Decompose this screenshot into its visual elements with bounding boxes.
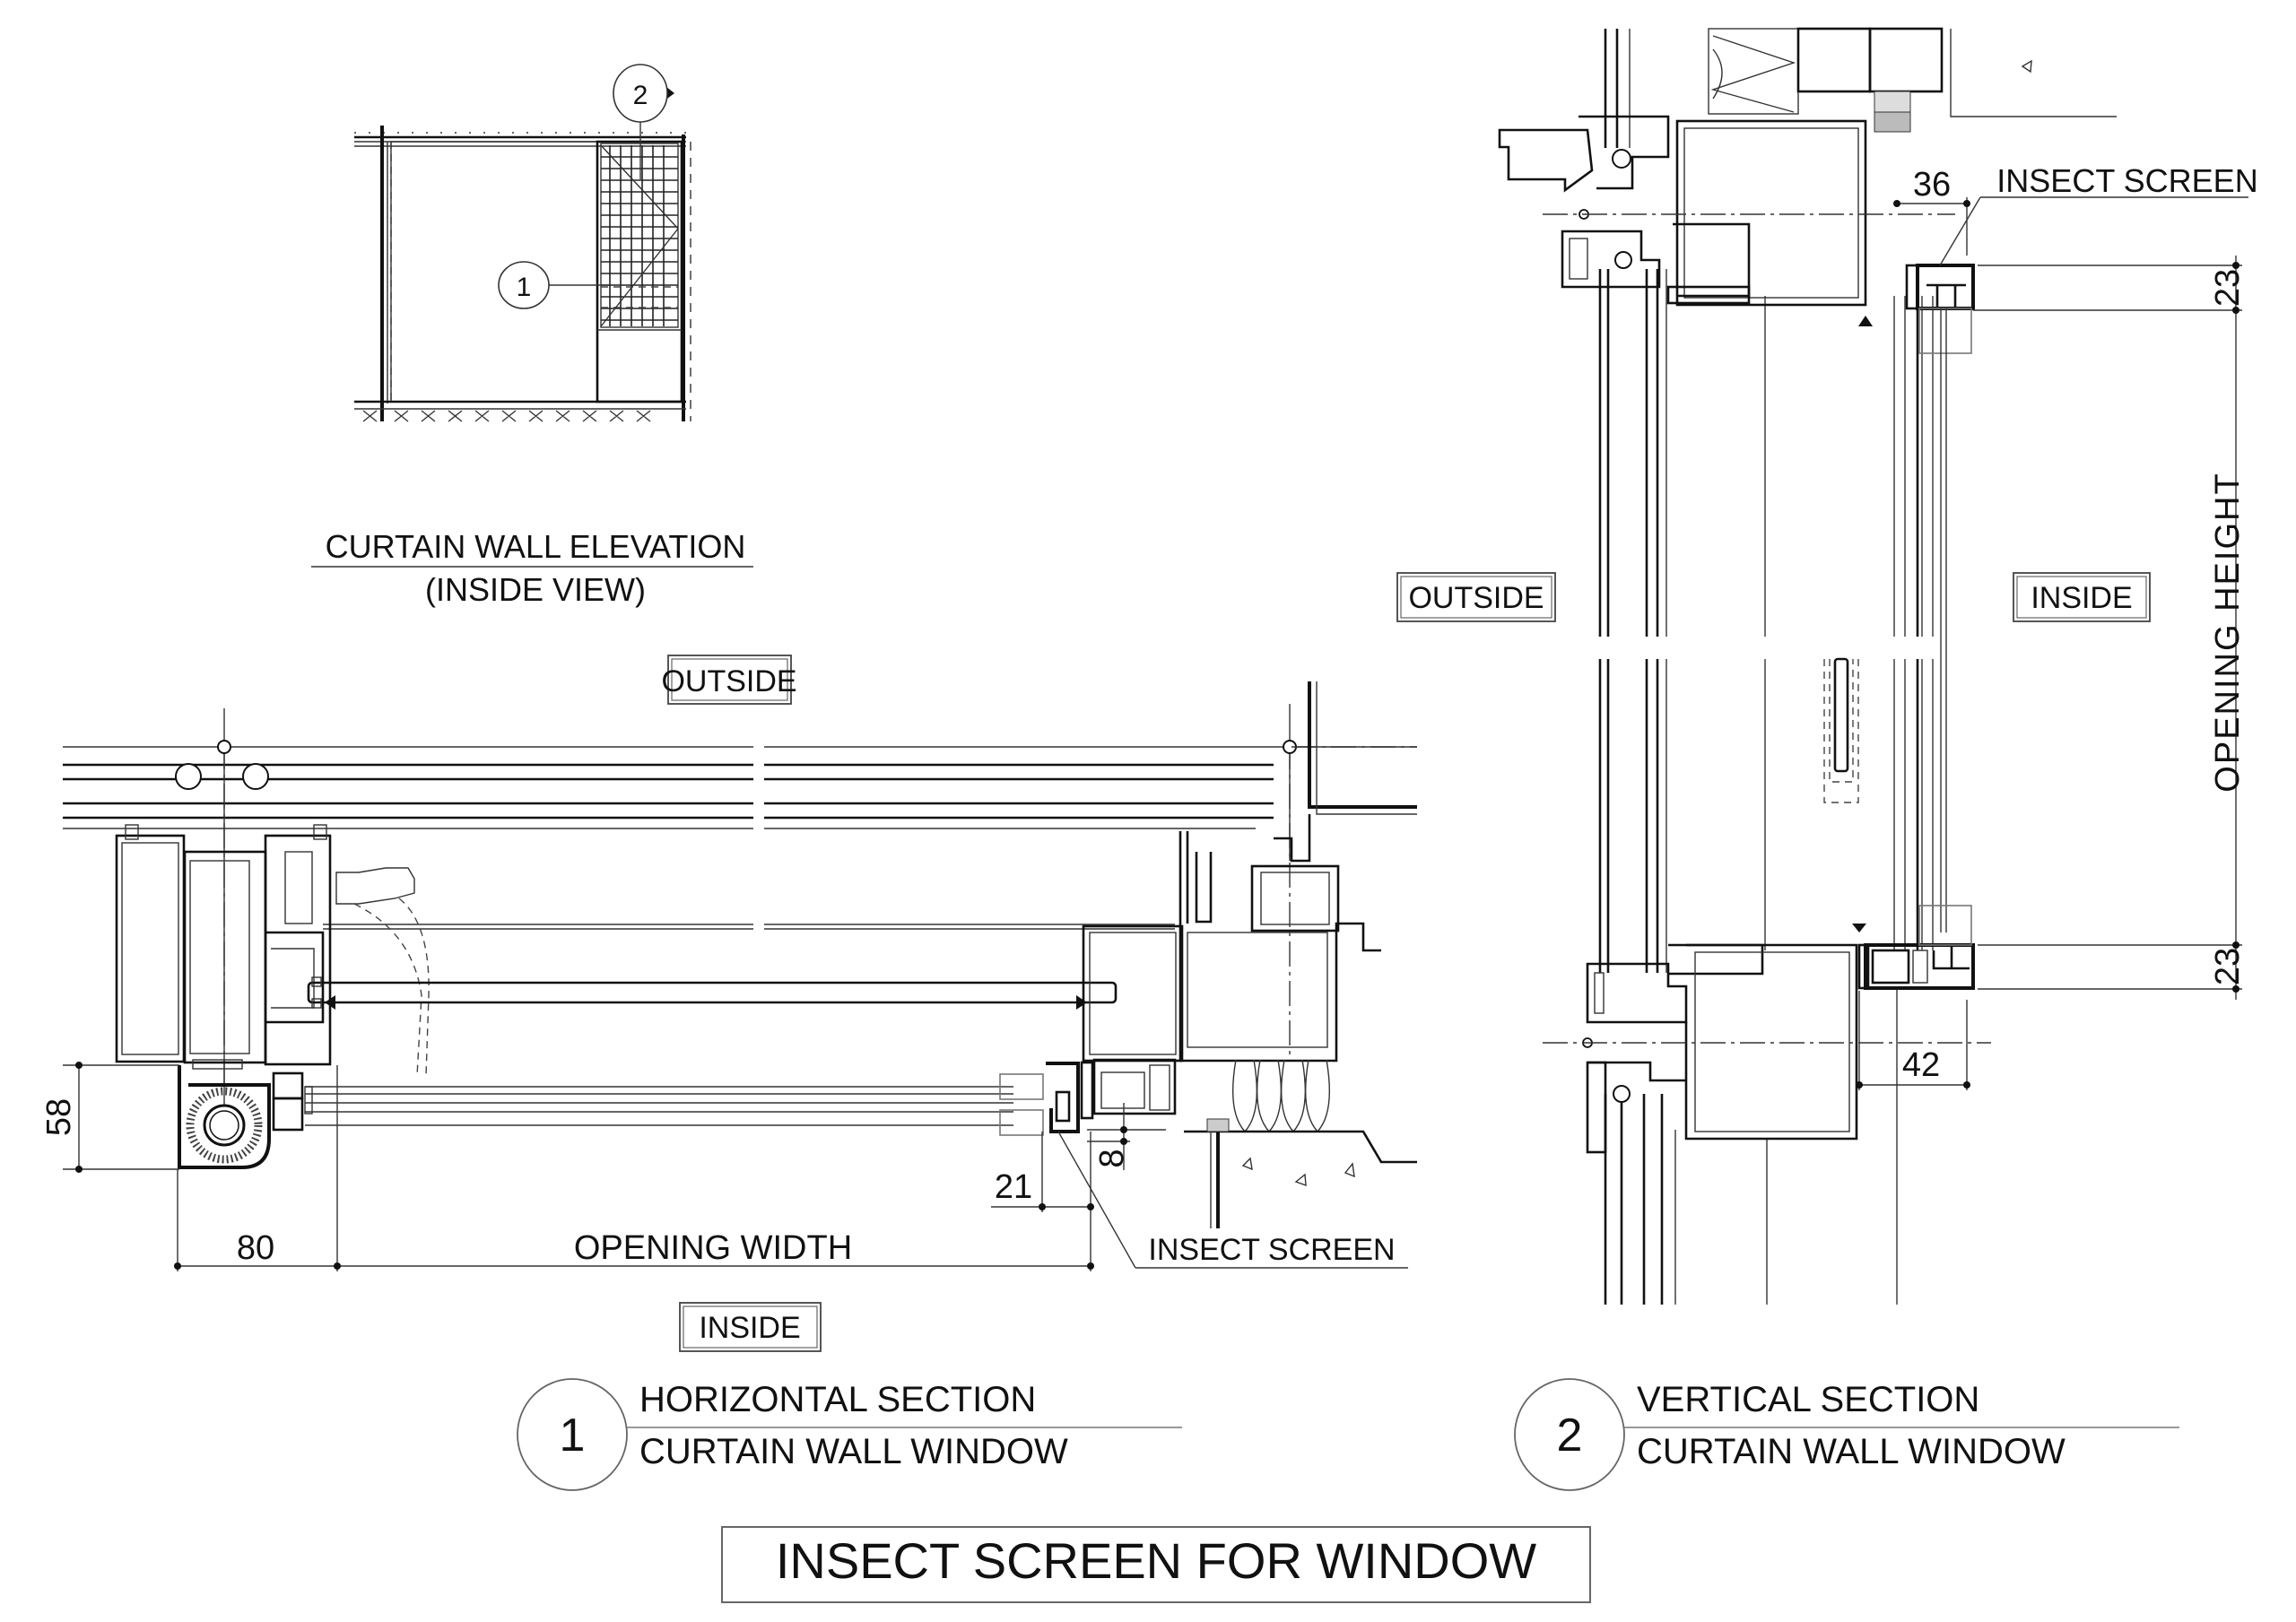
- dimension-21: 21: [991, 1132, 1094, 1212]
- section-title-2-line2: CURTAIN WALL WINDOW: [1637, 1432, 2066, 1471]
- section-title-2-number: 2: [1557, 1409, 1583, 1462]
- outside-label: OUTSIDE: [661, 664, 796, 698]
- section-title-1-line1: HORIZONTAL SECTION: [639, 1380, 1036, 1419]
- dimension-80-and-opening-width: 80 OPENING WIDTH: [174, 1065, 1094, 1271]
- dimension-80-label: 80: [237, 1229, 274, 1267]
- section-marker-1-label: 1: [517, 273, 532, 302]
- horizontal-section: OUTSIDE: [40, 655, 1417, 1352]
- section-title-1-line2: CURTAIN WALL WINDOW: [639, 1432, 1068, 1471]
- dimension-23-bottom-label: 23: [2209, 948, 2247, 985]
- top-frame-profile: [1498, 115, 1873, 326]
- dimension-vertical-chain: 23 OPENING HEIGHT 23: [1973, 256, 2247, 1000]
- opening-height-label: OPENING HEIGHT: [2209, 472, 2247, 792]
- dimension-23-top-label: 23: [2209, 269, 2247, 307]
- dimension-21-label: 21: [995, 1168, 1032, 1206]
- handle-slot-hidden: [1823, 657, 1859, 803]
- insect-screen-mesh-pattern: [600, 144, 679, 327]
- insect-screen-leader-horizontal: INSECT SCREEN: [1057, 1131, 1408, 1269]
- outside-tag-vertical: OUTSIDE: [1396, 572, 1556, 622]
- dimension-58-label: 58: [40, 1098, 78, 1136]
- insect-screen-top-profile: [1905, 264, 1975, 932]
- section-title-1-number: 1: [560, 1409, 586, 1462]
- inside-tag-vertical: INSIDE: [2013, 572, 2151, 622]
- dimension-8: 8: [1087, 1103, 1166, 1170]
- sheet-title-box: INSECT SCREEN FOR WINDOW: [721, 1526, 1591, 1603]
- outside-label-vertical: OUTSIDE: [1408, 581, 1544, 615]
- section-title-2: 2 VERTICAL SECTION CURTAIN WALL WINDOW: [1514, 1378, 2179, 1491]
- curtain-wall-elevation: 1 2 CURTAIN WALL ELEVATION (INSIDE VIEW): [311, 64, 753, 608]
- inside-label: INSIDE: [699, 1311, 800, 1345]
- insect-screen-leader-vertical: INSECT SCREEN: [1939, 162, 2258, 266]
- wall-head-assembly: [1708, 27, 2117, 133]
- opening-width-label: OPENING WIDTH: [574, 1229, 852, 1267]
- insect-screen-label-horizontal: INSECT SCREEN: [1148, 1233, 1395, 1267]
- right-frame-profile: [1082, 681, 1417, 1063]
- dimension-36-label: 36: [1913, 166, 1951, 204]
- curtain-wall-glazing-vertical: [1598, 29, 1934, 1305]
- section-title-1: 1 HORIZONTAL SECTION CURTAIN WALL WINDOW: [517, 1378, 1182, 1491]
- section-marker-1: 1: [498, 261, 610, 309]
- outside-tag-horizontal: OUTSIDE: [661, 655, 797, 705]
- insect-screen-end-profile: [999, 1058, 1177, 1136]
- section-marker-2-label: 2: [633, 81, 648, 110]
- window-handle-outline: [335, 867, 430, 1077]
- insect-screen-roller-cassette: [178, 1059, 313, 1169]
- inside-label-vertical: INSIDE: [2031, 581, 2132, 615]
- bottom-frame-profile: [1582, 924, 1866, 1154]
- dimension-36: 36: [1893, 166, 1970, 256]
- insect-screen-label-vertical: INSECT SCREEN: [1996, 162, 2257, 199]
- elevation-title: CURTAIN WALL ELEVATION: [326, 528, 746, 565]
- elevation-subtitle: (INSIDE VIEW): [425, 571, 646, 608]
- insect-screen-bottom-profile: [1857, 905, 1975, 990]
- dimension-42-label: 42: [1902, 1046, 1940, 1084]
- section-marker-2: 2: [613, 64, 674, 179]
- left-frame-profile: [115, 763, 332, 1066]
- sheet-title: INSECT SCREEN FOR WINDOW: [776, 1532, 1536, 1589]
- wall-insulation-and-concrete: [1184, 1059, 1417, 1228]
- dimension-42: 42: [1856, 991, 1970, 1090]
- vertical-section: OUTSIDE INSIDE 36 INSECT SCREEN: [1396, 27, 2258, 1305]
- inside-tag-horizontal: INSIDE: [679, 1302, 822, 1352]
- dimension-8-label: 8: [1093, 1149, 1131, 1167]
- dimension-58: 58: [40, 1062, 179, 1173]
- section-title-2-line1: VERTICAL SECTION: [1637, 1380, 1979, 1419]
